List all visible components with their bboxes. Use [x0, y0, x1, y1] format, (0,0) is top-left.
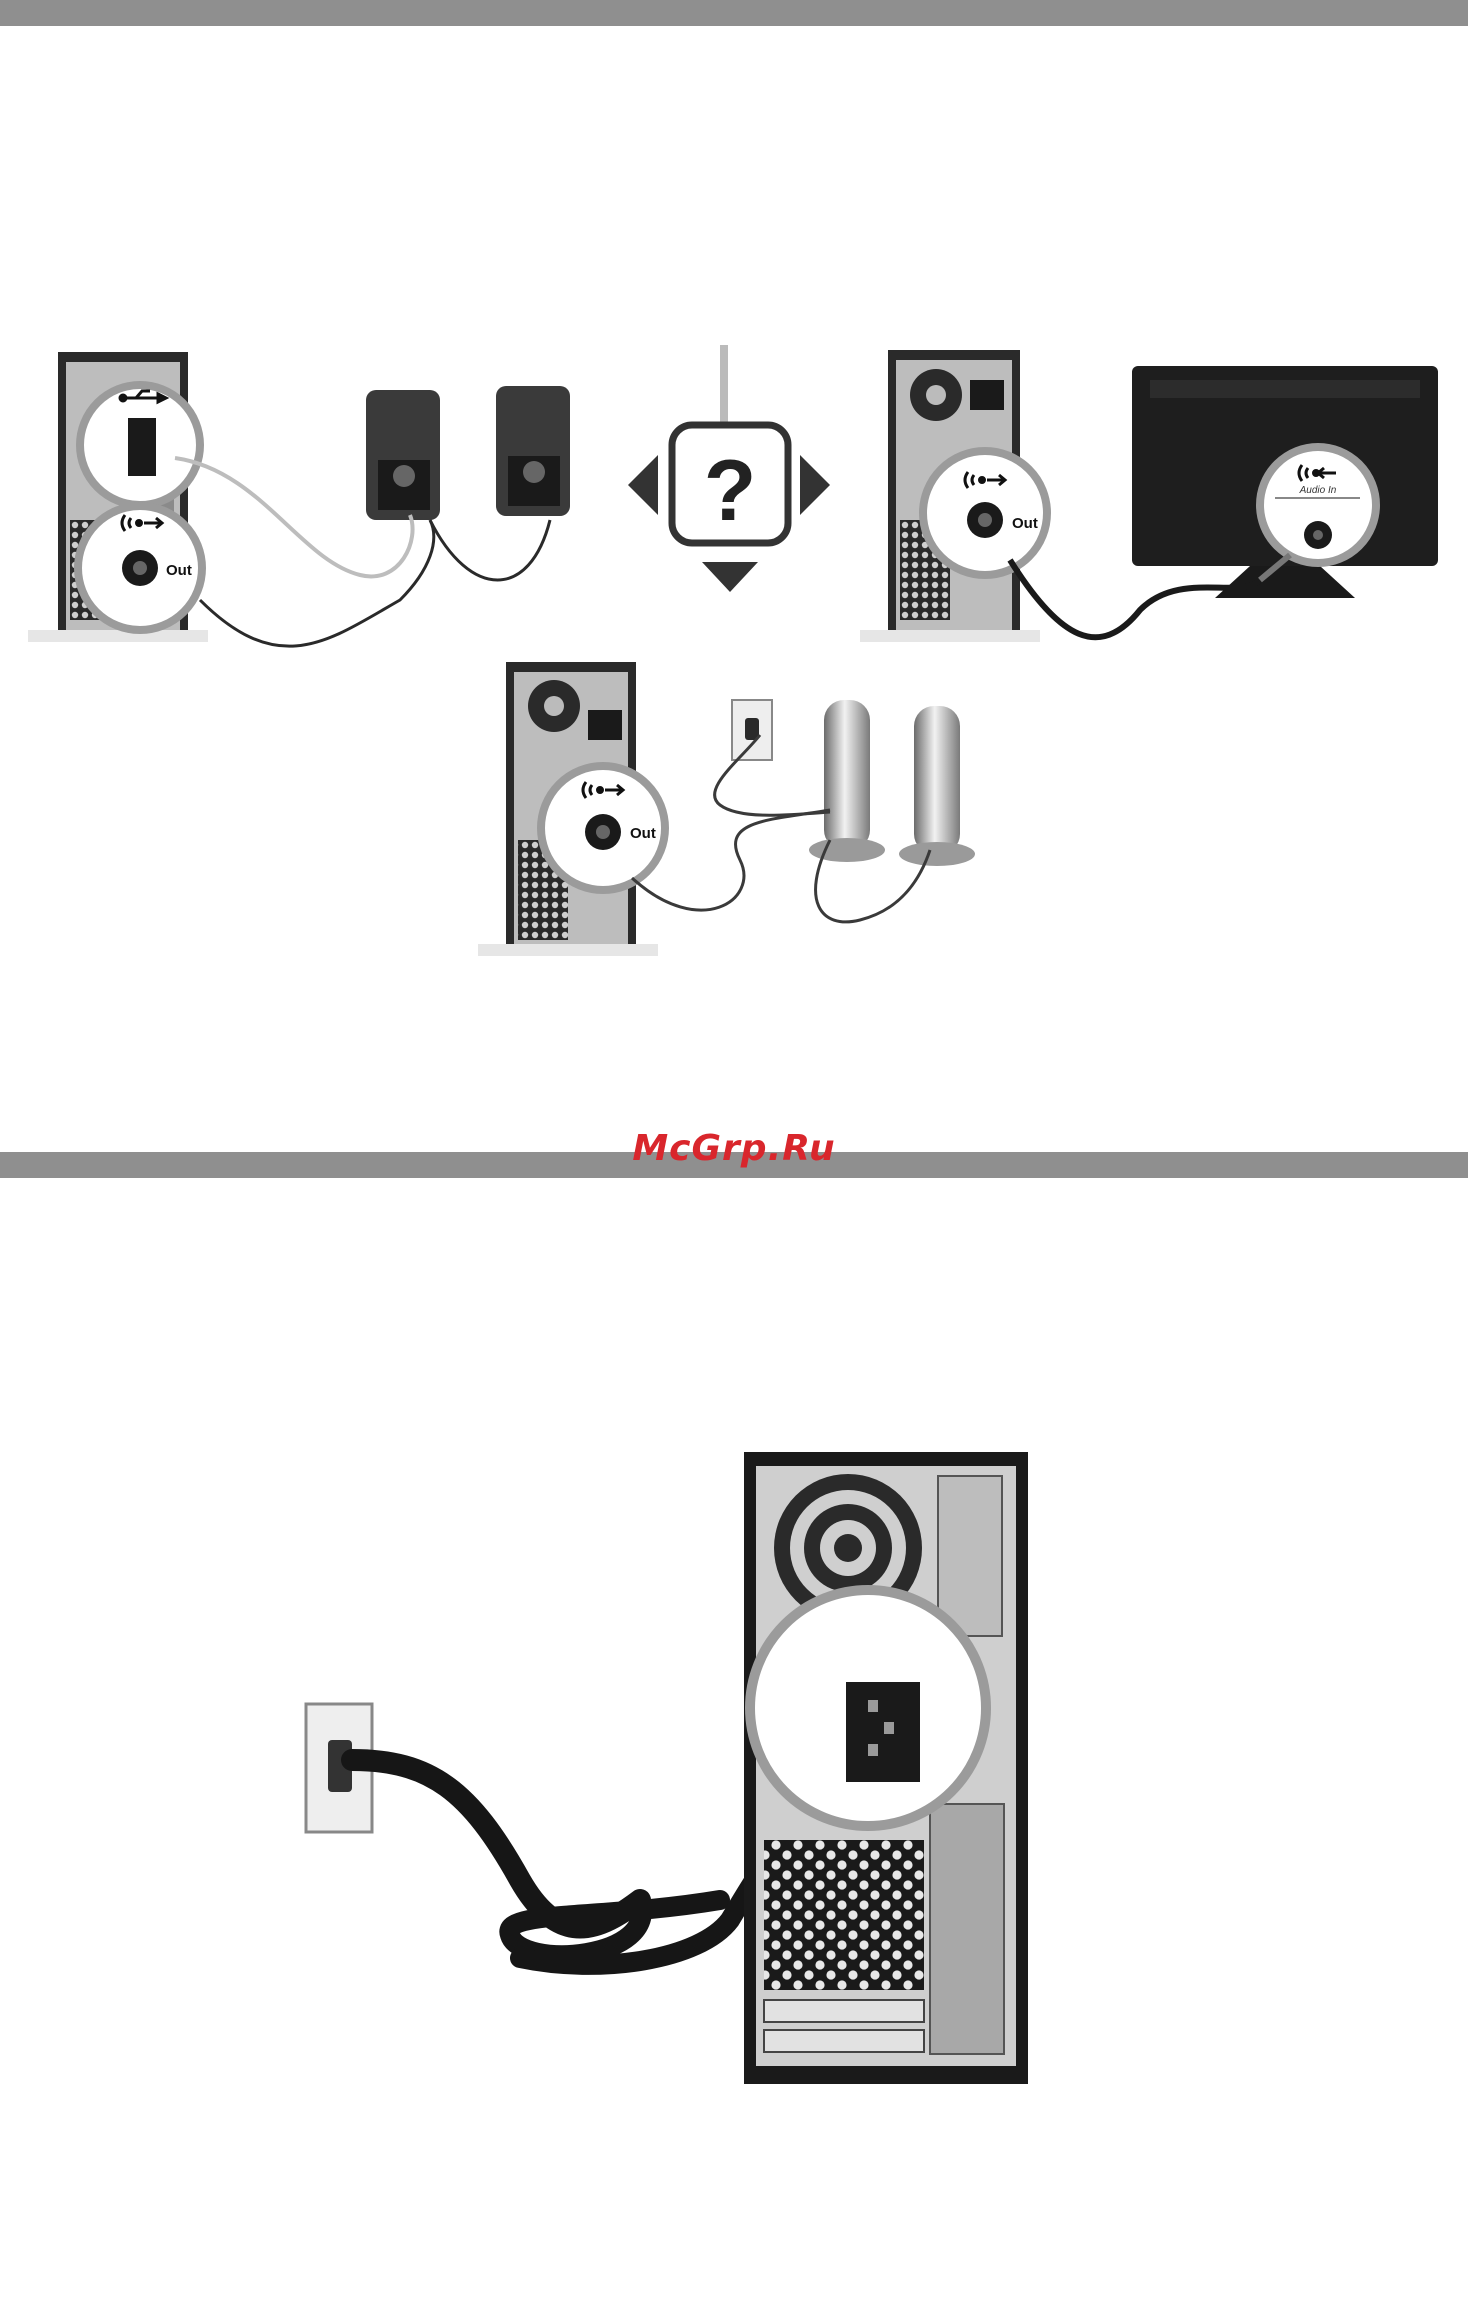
speakers-audio-out-callout: Out: [541, 766, 665, 890]
powered-speakers: [809, 700, 975, 866]
power-socket-callout: [750, 1590, 986, 1826]
out-label: Out: [166, 562, 192, 579]
usb-speakers: [366, 386, 570, 520]
monitor-audio-in-callout: Audio In: [1260, 447, 1376, 563]
wall-outlet-small: [732, 700, 772, 760]
out-label: Out: [1012, 515, 1038, 532]
choose-option-icon: ?: [628, 345, 830, 592]
out-label: Out: [630, 825, 656, 842]
power-socket-icon: [846, 1682, 920, 1782]
usb-port-callout: [80, 385, 200, 505]
monitor-audio-out-callout: Out: [923, 451, 1047, 575]
powered-speaker-cables: [632, 735, 930, 922]
usb-speaker-cables: [175, 458, 550, 646]
audio-in-label: Audio In: [1299, 485, 1337, 496]
audio-out-callout: Out: [78, 506, 202, 630]
question-mark: ?: [704, 443, 757, 539]
